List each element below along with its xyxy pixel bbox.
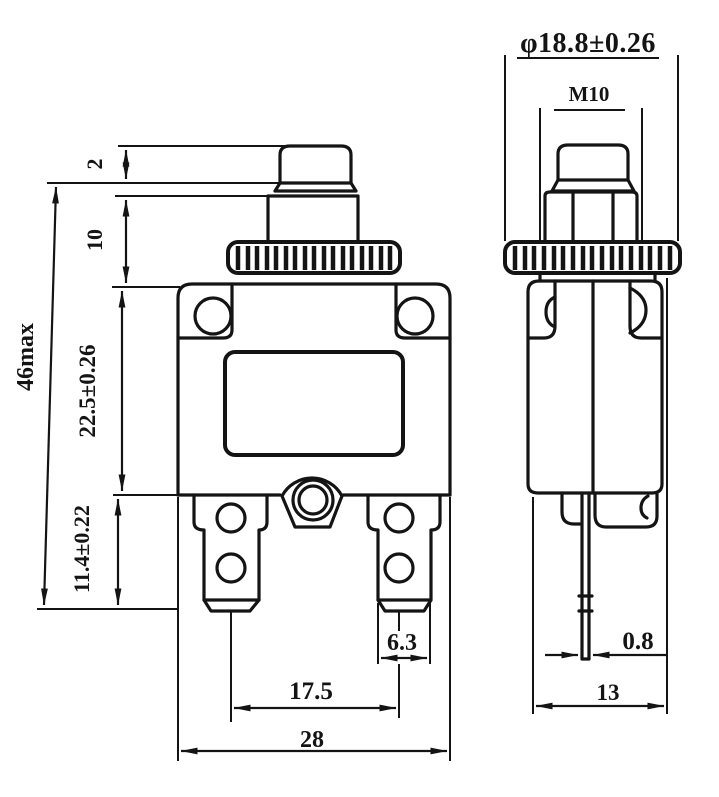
front-terminal-right (366, 493, 442, 613)
dim-label-cap-height: 2 (82, 159, 107, 170)
side-view (503, 143, 682, 661)
dim-label-bushing-height: 10 (82, 229, 107, 251)
dim-label-overall-height: 46max (13, 323, 39, 391)
front-terminal-left (192, 493, 269, 613)
front-mounting-hole-left (193, 296, 233, 336)
front-mounting-hole-right (395, 296, 435, 336)
side-knurled-nut (503, 240, 682, 275)
dim-label-body-width: 28 (300, 727, 324, 753)
side-button-cap (550, 143, 636, 193)
front-label-window (223, 350, 405, 457)
dim-label-terminal-pitch: 17.5 (289, 678, 333, 705)
front-knurled-nut (226, 240, 402, 275)
front-dimensions: 2 10 46max 22.5±0.26 11.4±0.22 6.3 17.5 … (13, 145, 451, 761)
side-body (526, 279, 664, 495)
front-bushing (266, 194, 360, 244)
side-terminal-blade (577, 491, 594, 661)
front-view (176, 144, 452, 613)
side-dimensions: φ18.8±0.26 M10 0.8 13 (504, 28, 679, 714)
side-terminal-housing (560, 491, 659, 529)
dim-label-terminal-length: 11.4±0.22 (69, 505, 94, 593)
front-rivet-boss (280, 476, 344, 529)
dim-label-thread-size: M10 (569, 82, 610, 106)
dim-label-body-depth: 13 (597, 680, 620, 705)
dim-label-bezel-diameter: φ18.8±0.26 (520, 28, 656, 59)
side-hex-nut (543, 190, 639, 242)
dim-label-body-height: 22.5±0.26 (75, 344, 100, 437)
dim-label-blade-thickness: 0.8 (622, 628, 653, 655)
dim-label-terminal-width: 6.3 (387, 630, 417, 656)
front-body (176, 282, 452, 529)
front-button-cap (273, 144, 358, 193)
